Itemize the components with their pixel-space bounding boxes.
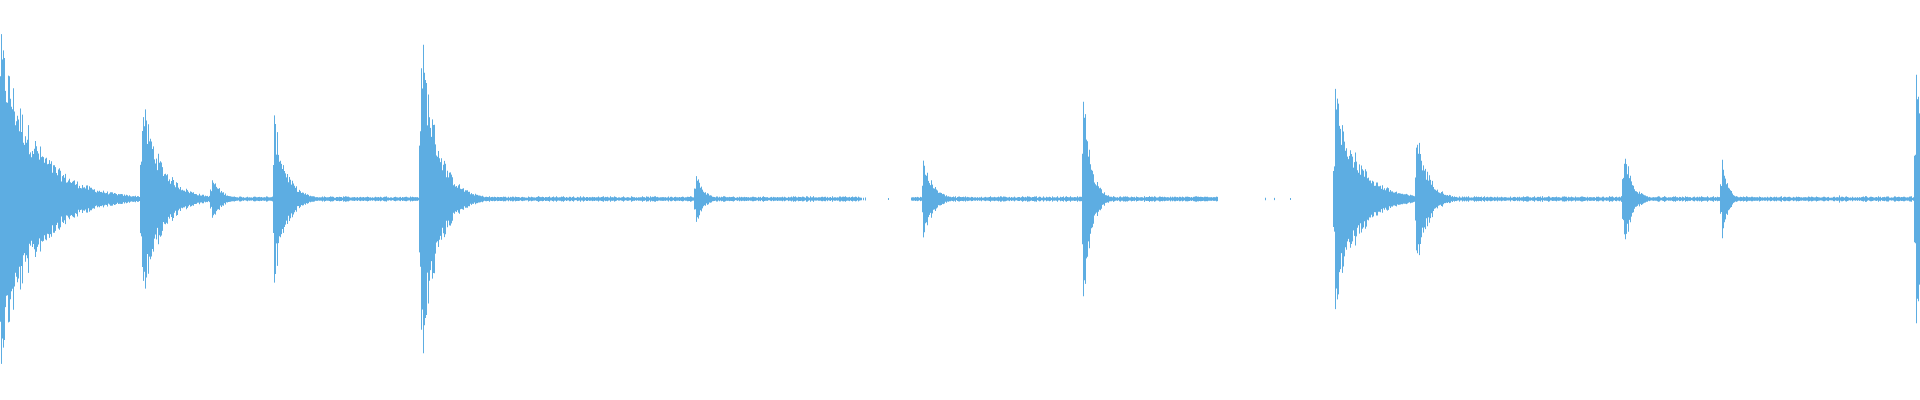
waveform-trace (0, 34, 1920, 364)
